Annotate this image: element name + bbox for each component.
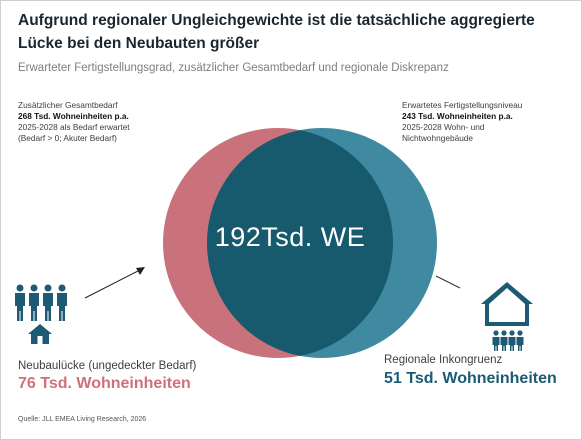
left-set-heading: Zusätzlicher Gesamtbedarf (18, 100, 118, 110)
right-gap-leader (435, 275, 461, 289)
figure-title: Aufgrund regionaler Ungleichgewichte ist… (18, 12, 535, 52)
left-gap-caption: Neubaulücke (ungedeckter Bedarf) (18, 360, 197, 372)
house-icon (28, 324, 52, 344)
right-set-detail-2: Nichtwohngebäude (402, 133, 474, 143)
people-icon (15, 284, 67, 321)
left-gap-arrow-head (136, 267, 145, 275)
right-set-detail-1: 2025-2028 Wohn- und (402, 122, 485, 132)
right-set-heading: Erwartetes Fertigstellungsniveau (402, 100, 523, 110)
left-set-detail-2: (Bedarf > 0; Akuter Bedarf) (18, 133, 117, 143)
right-set-label: Erwartetes Fertigstellungsniveau 243 Tsd… (402, 100, 572, 144)
source-note: Quelle: JLL EMEA Living Research, 2026 (18, 416, 147, 423)
house-with-family-icon (481, 282, 533, 351)
right-set-value: 243 Tsd. Wohneinheiten p.a. (402, 111, 513, 121)
left-set-label: Zusätzlicher Gesamtbedarf 268 Tsd. Wohne… (18, 100, 188, 144)
left-gap-value: 76 Tsd. Wohneinheiten (18, 375, 191, 392)
left-gap-arrow-line (84, 269, 141, 299)
figure-subtitle: Erwarteter Fertigstellungsgrad, zusätzli… (18, 62, 449, 74)
intersection-label: 192Tsd. WE (214, 222, 366, 252)
right-gap-value: 51 Tsd. Wohneinheiten (384, 370, 557, 387)
right-gap-caption: Regionale Inkongruenz (384, 354, 503, 366)
left-set-detail-1: 2025-2028 als Bedarf erwartet (18, 122, 130, 132)
left-set-value: 268 Tsd. Wohneinheiten p.a. (18, 111, 129, 121)
